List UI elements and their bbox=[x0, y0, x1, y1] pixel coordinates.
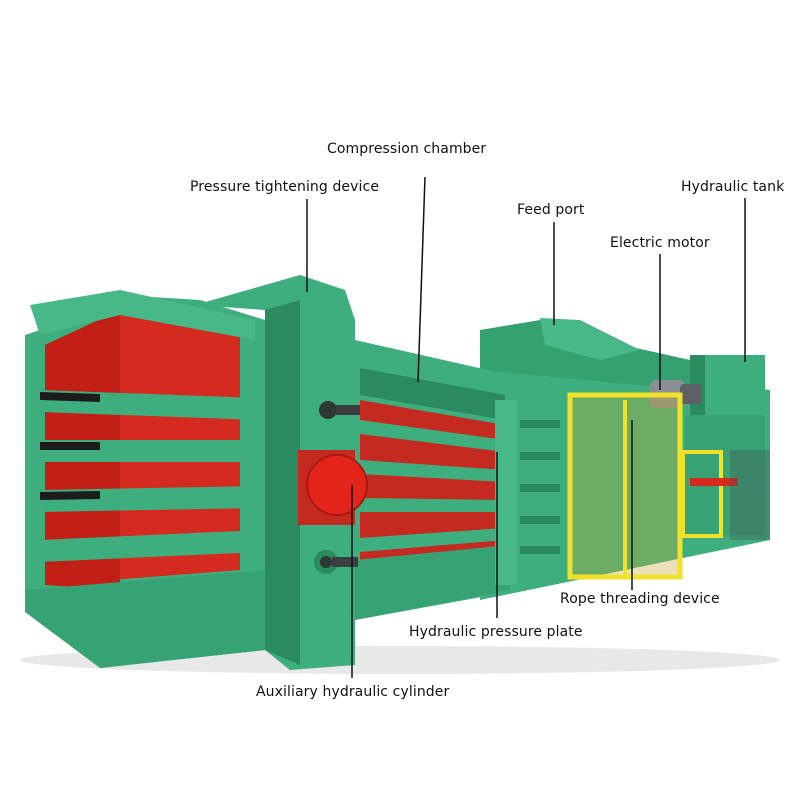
auxiliary-hydraulic-cylinder-rim bbox=[306, 454, 368, 516]
bale-outlet-base bbox=[25, 570, 265, 668]
label-compression-chamber: Compression chamber bbox=[327, 141, 487, 157]
feed-port-opening bbox=[540, 318, 640, 360]
label-rope-threading-device: Rope threading device bbox=[560, 591, 720, 607]
electric-motor-end bbox=[680, 384, 702, 404]
rear-mechanism bbox=[730, 450, 770, 540]
leader-compression-chamber bbox=[417, 176, 426, 383]
label-feed-port: Feed port bbox=[517, 202, 585, 218]
rear-cylinder-rod bbox=[690, 478, 738, 486]
hydraulic-tank bbox=[705, 355, 765, 415]
lower-bolt-head bbox=[320, 556, 332, 568]
rope-threading-guard-frame bbox=[567, 392, 683, 580]
bale-outlet-top-cover bbox=[30, 290, 255, 340]
bale-outlet-rails bbox=[40, 390, 260, 562]
rear-guard-frame bbox=[681, 450, 723, 538]
pressure-plate-bolts bbox=[520, 420, 560, 554]
label-pressure-tightening-device: Pressure tightening device bbox=[190, 179, 380, 195]
pressure-tightening-device-side bbox=[265, 300, 300, 665]
hydraulic-pressure-plate bbox=[495, 400, 517, 585]
leader-lines bbox=[306, 176, 746, 678]
compression-chamber-base bbox=[355, 545, 510, 620]
label-electric-motor: Electric motor bbox=[610, 235, 710, 251]
label-auxiliary-hydraulic-cylinder: Auxiliary hydraulic cylinder bbox=[256, 684, 450, 700]
compression-chamber-ribs bbox=[360, 420, 505, 552]
rear-end-frame bbox=[685, 415, 765, 535]
label-hydraulic-tank: Hydraulic tank bbox=[681, 179, 785, 195]
lower-bolt-shaft bbox=[332, 557, 358, 567]
compression-chamber-top-rail bbox=[360, 368, 505, 420]
upper-bolt-shaft bbox=[336, 405, 360, 415]
upper-bolt-head bbox=[319, 401, 337, 419]
label-hydraulic-pressure-plate: Hydraulic pressure plate bbox=[409, 624, 583, 640]
